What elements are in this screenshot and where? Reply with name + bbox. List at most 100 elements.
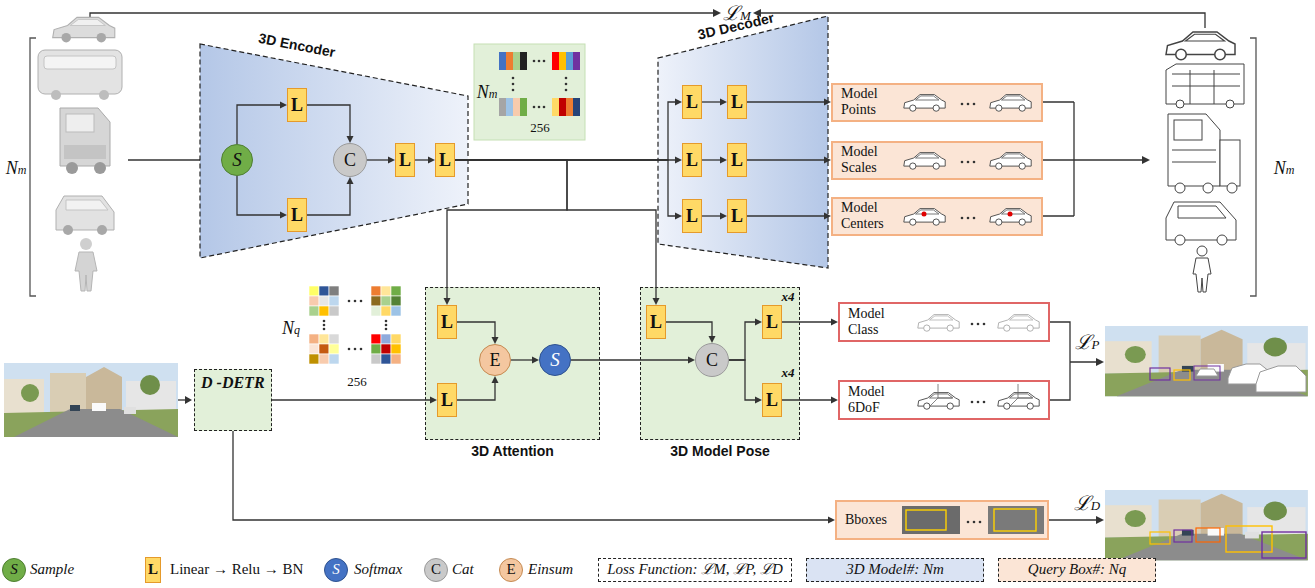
sample-circle: S: [221, 144, 253, 176]
arrowhead: [755, 319, 762, 326]
node-text: S: [550, 349, 560, 371]
legend-text: Einsum: [528, 561, 573, 578]
connector-line: [729, 360, 757, 400]
connector: [367, 157, 395, 164]
class-thumbnails: [998, 315, 1039, 332]
loss-label: ℒM: [723, 2, 751, 25]
output-merge: [1049, 519, 1098, 520]
node-text: D -DETR: [201, 374, 265, 392]
arrowhead: [755, 397, 762, 404]
connector-line: [782, 399, 833, 400]
model-feature-matrix: [559, 98, 566, 116]
pose-thumbnails: [977, 401, 980, 404]
illustration: [185, 396, 192, 404]
connector: [782, 319, 838, 326]
connector-line: [455, 160, 677, 216]
source-3d-models: [51, 90, 61, 100]
connector-line: [455, 160, 656, 300]
connector: [455, 160, 660, 305]
scales-thumbnails: [904, 153, 1031, 170]
model-feature-matrix: [520, 98, 527, 116]
loss-arrow: [90, 13, 714, 17]
reconstructed-3d-models: [1176, 100, 1184, 108]
reconstructed-3d-models: [1227, 183, 1237, 193]
arrowhead: [428, 157, 435, 164]
legend-text: Query Box#: Nq: [1028, 561, 1126, 578]
linear-block: L: [435, 143, 455, 177]
connector: [702, 157, 727, 164]
connector-line: [702, 159, 722, 160]
matrix-dots: [348, 348, 351, 351]
class-dots: [971, 323, 986, 326]
query-feature-matrix: [329, 334, 339, 344]
source-3d-models: [66, 162, 78, 174]
matrix-dots: [385, 320, 388, 323]
legend-text: Cat: [452, 561, 474, 578]
class-thumbnails: [918, 315, 1039, 332]
connector: [666, 322, 716, 343]
count-label: Nm: [6, 158, 27, 179]
output-merge: [1043, 102, 1143, 520]
arrowhead: [280, 102, 287, 109]
model-feature-matrix: [566, 98, 573, 116]
reconstructed-3d-models: [1172, 70, 1240, 104]
query-feature-matrix: [319, 286, 329, 296]
bbox-thumbnails: [967, 521, 970, 524]
model-feature-matrix: [552, 98, 559, 116]
scales-thumbnails: [990, 153, 1031, 170]
pose-thumbnails: [971, 401, 974, 404]
model-feature-matrix: [513, 98, 520, 116]
connector: [747, 213, 831, 220]
node-text: L: [766, 390, 778, 411]
input-image: [4, 363, 178, 437]
model-feature-matrix: [565, 83, 568, 86]
loss-label: ℒP: [1075, 331, 1100, 354]
illustration: [1096, 358, 1104, 366]
arrowhead: [720, 157, 727, 164]
query-feature-matrix: [371, 334, 381, 344]
connector-line: [747, 159, 826, 160]
model-feature-matrix: [533, 60, 536, 63]
linear-block: L: [682, 199, 702, 233]
reconstructed-3d-models: [1175, 183, 1185, 193]
query-feature-matrix: [329, 344, 339, 354]
result-image-boxes: [1226, 526, 1272, 552]
query-feature-matrix: [381, 296, 391, 306]
connector: [747, 99, 831, 106]
pose-thumbnails: [918, 393, 959, 410]
connector-line: [511, 359, 534, 360]
illustration: [1096, 516, 1104, 524]
loss-arrow: [90, 13, 1205, 28]
illustration: [1250, 38, 1256, 296]
dimension-label: 256: [347, 375, 367, 390]
arrowhead: [653, 298, 660, 305]
node-text: L: [766, 312, 778, 333]
query-feature-matrix: [319, 354, 329, 364]
linear-block: L: [437, 383, 457, 417]
arrowhead: [430, 397, 437, 404]
node-text: Model 6DoF: [848, 384, 906, 416]
connector: [729, 360, 762, 404]
arrowhead: [709, 336, 716, 343]
query-feature-matrix: [309, 286, 401, 364]
node-text: S: [232, 149, 242, 171]
source-3d-models: [66, 114, 94, 132]
node-text: L: [731, 206, 743, 227]
legend-symbol: C: [424, 558, 448, 582]
connector-line: [457, 322, 495, 339]
query-feature-matrix: [309, 296, 319, 306]
einsum-circle: E: [479, 344, 511, 376]
result-image-pose: [1256, 366, 1306, 392]
node-text: Bboxes: [845, 512, 903, 528]
connector-line: [571, 359, 690, 360]
count-label: Nm: [477, 82, 498, 103]
query-feature-matrix: [391, 354, 401, 364]
matrix-dots: [323, 324, 326, 327]
model-feature-matrix: [512, 83, 515, 86]
reconstructed-3d-models: [1166, 32, 1244, 292]
matrix-dots: [354, 300, 357, 303]
source-3d-models: [63, 225, 73, 235]
count-label: Nq: [282, 318, 300, 339]
arrowhead: [388, 157, 395, 164]
points-thumbnails: [967, 103, 970, 106]
